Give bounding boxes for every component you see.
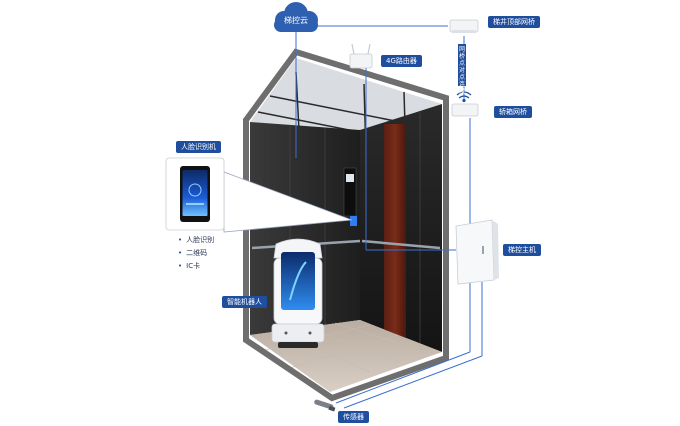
cabin-bridge-label: 轿箱网桥 xyxy=(494,106,532,118)
router-device xyxy=(349,43,373,69)
sensor-label: 传感器 xyxy=(338,411,369,423)
wifi-icon xyxy=(456,91,472,103)
cabin-reader xyxy=(350,216,357,226)
router-label: 4G路由器 xyxy=(381,55,422,67)
bridge-link-label: 网桥点对点连接 xyxy=(458,46,465,95)
cabin-bridge-device xyxy=(451,103,479,117)
feature-qr: 二维码 xyxy=(178,247,214,260)
controller-cabinet xyxy=(455,219,499,285)
robot-label: 智能机器人 xyxy=(222,296,267,308)
face-device-label: 人脸识别机 xyxy=(176,141,221,153)
wood-panel xyxy=(384,124,406,344)
cloud-label: 梯控云 xyxy=(284,16,308,25)
sensor-device xyxy=(314,399,336,412)
elevator-display xyxy=(346,174,354,182)
feature-ic-card: IC卡 xyxy=(178,260,214,273)
robot-device xyxy=(271,238,325,348)
bridge-link-strip xyxy=(458,44,466,86)
feature-face: 人脸识别 xyxy=(178,234,214,247)
shaft-top-bridge-device xyxy=(449,19,479,33)
feature-list: 人脸识别 二维码 IC卡 xyxy=(178,234,214,273)
cloud-icon xyxy=(274,2,318,32)
controller-label: 梯控主机 xyxy=(503,244,541,256)
shaft-top-bridge-label: 梯井顶部网桥 xyxy=(488,16,540,28)
face-recognition-device xyxy=(165,157,225,231)
